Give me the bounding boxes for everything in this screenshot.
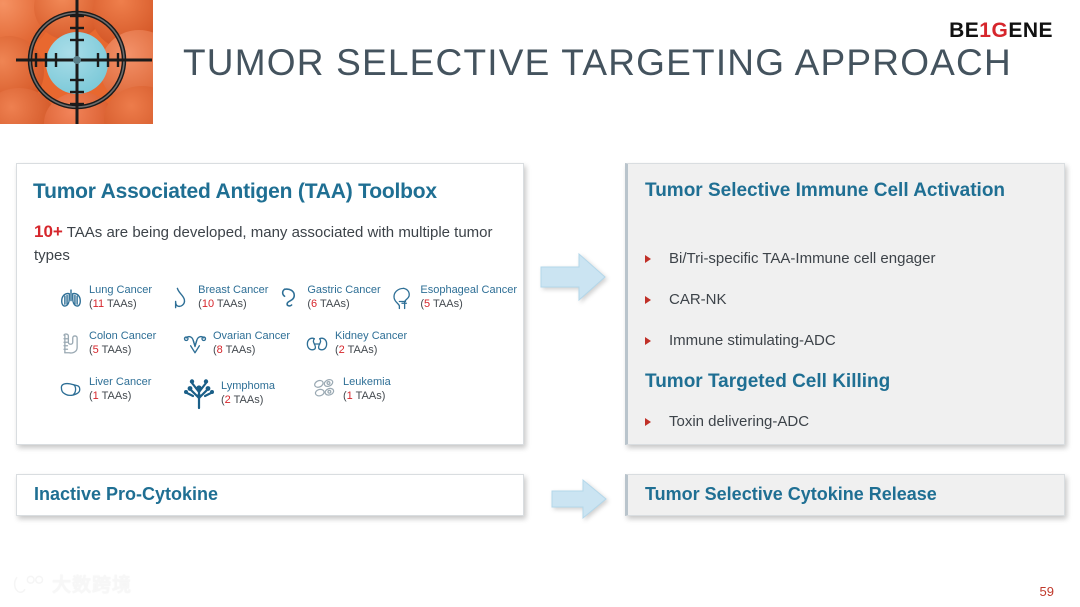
beigene-logo: BE1GENE — [949, 19, 1053, 43]
cancer-item-esophageal: Esophageal Cancer (5 TAAs) — [388, 283, 517, 312]
cancer-name: Esophageal Cancer — [420, 284, 517, 296]
cancer-name: Colon Cancer — [89, 330, 157, 342]
triangle-bullet-icon — [645, 296, 657, 304]
cancer-count: (6 TAAs) — [307, 297, 350, 310]
taa-toolbox-panel: Tumor Associated Antigen (TAA) Toolbox 1… — [16, 163, 524, 445]
cytokine-release-label: Tumor Selective Cytokine Release — [645, 484, 937, 504]
page-number: 59 — [1039, 584, 1054, 599]
watermark-text: 大数跨境 — [52, 574, 133, 596]
logo-g-letter: G — [991, 19, 1009, 42]
cancer-name: Liver Cancer — [89, 376, 152, 388]
cancer-count: (2 TAAs) — [335, 343, 378, 356]
ovary-icon — [183, 335, 207, 354]
triangle-bullet-icon — [645, 255, 657, 263]
colon-icon — [63, 333, 78, 354]
flow-arrow-top — [539, 251, 607, 303]
taa-toolbox-heading: Tumor Associated Antigen (TAA) Toolbox — [33, 180, 437, 203]
crosshair-reticle-icon — [15, 0, 152, 124]
tumor-cell-crosshair-image — [0, 0, 153, 124]
tumor-selective-activation-panel: Tumor Selective Immune Cell Activation B… — [625, 163, 1065, 445]
blood-cells-icon — [314, 378, 335, 397]
cancer-count: (1 TAAs) — [89, 389, 132, 402]
bullet-immune-adc: Immune stimulating-ADC — [645, 332, 836, 349]
cancer-name: Lung Cancer — [89, 284, 152, 296]
cell-killing-heading: Tumor Targeted Cell Killing — [645, 371, 891, 392]
logo-one-digit: 1 — [979, 19, 992, 42]
cytokine-release-panel: Tumor Selective Cytokine Release — [625, 474, 1065, 516]
bullet-toxin-adc: Toxin delivering-ADC — [645, 413, 809, 430]
cancer-row: Colon Cancer (5 TAAs) Ovarian Cancer (8 … — [57, 329, 517, 358]
logo-text-part2: ENE — [1008, 19, 1053, 42]
bullet-engager: Bi/Tri-specific TAA-Immune cell engager — [645, 250, 935, 267]
triangle-bullet-icon — [645, 418, 657, 426]
stomach-icon — [282, 288, 296, 307]
bullet-car-nk: CAR-NK — [645, 291, 727, 308]
taa-toolbox-subtext: 10+ TAAs are being developed, many assoc… — [34, 220, 504, 266]
cancer-count: (1 TAAs) — [343, 389, 386, 402]
cancer-name: Kidney Cancer — [335, 330, 408, 342]
taa-subtext-body: TAAs are being developed, many associate… — [34, 224, 493, 264]
right-arrow-icon — [540, 252, 606, 302]
cancer-name: Ovarian Cancer — [213, 330, 291, 342]
bullet-text: Immune stimulating-ADC — [669, 332, 836, 349]
cancer-row: Lung Cancer (11 TAAs) Breast Cancer (10 … — [57, 283, 517, 312]
bullet-text: Toxin delivering-ADC — [669, 413, 810, 430]
cancer-count: (11 TAAs) — [89, 297, 137, 310]
cancer-count: (8 TAAs) — [213, 343, 256, 356]
cancer-row: Liver Cancer (1 TAAs) — [57, 375, 517, 412]
cancer-name: Breast Cancer — [198, 284, 269, 296]
cancer-item-ovarian: Ovarian Cancer (8 TAAs) — [181, 329, 303, 358]
bullet-text: Bi/Tri-specific TAA-Immune cell engager — [669, 250, 936, 267]
lymph-node-icon — [184, 379, 214, 410]
page-title: TUMOR SELECTIVE TARGETING APPROACH — [183, 42, 1012, 83]
lungs-icon — [61, 289, 81, 307]
logo-text-part1: BE — [949, 19, 980, 42]
cancer-item-liver: Liver Cancer (1 TAAs) — [57, 375, 181, 412]
cancer-type-grid: Lung Cancer (11 TAAs) Breast Cancer (10 … — [57, 283, 517, 429]
cancer-name: Leukemia — [343, 376, 391, 388]
esophagus-icon — [393, 287, 411, 310]
cancer-name: Lymphoma — [221, 380, 276, 393]
cancer-count: (5 TAAs) — [89, 343, 132, 356]
inactive-pro-cytokine-panel: Inactive Pro-Cytokine — [16, 474, 524, 516]
dashujingjing-logo — [13, 575, 44, 593]
breast-icon — [175, 287, 186, 309]
cancer-item-gastric: Gastric Cancer (6 TAAs) — [275, 283, 388, 312]
liver-icon — [60, 382, 81, 396]
immune-activation-heading: Tumor Selective Immune Cell Activation — [645, 180, 1006, 201]
triangle-bullet-icon — [645, 337, 657, 345]
cancer-count: (10 TAAs) — [198, 297, 247, 310]
taa-count-highlight: 10+ — [34, 222, 63, 241]
cancer-item-colon: Colon Cancer (5 TAAs) — [57, 329, 181, 358]
right-arrow-icon — [551, 478, 607, 520]
inactive-pro-cytokine-label: Inactive Pro-Cytokine — [34, 484, 219, 504]
flow-arrow-bottom — [550, 478, 608, 520]
kidney-icon — [306, 337, 328, 351]
cancer-name: Gastric Cancer — [307, 284, 381, 296]
cancer-item-lung: Lung Cancer (11 TAAs) — [57, 283, 166, 312]
cancer-item-kidney: Kidney Cancer (2 TAAs) — [303, 329, 407, 358]
watermark: 大数跨境 — [12, 570, 132, 597]
cancer-count: (2 TAAs) — [221, 394, 264, 406]
cancer-count: (5 TAAs) — [420, 297, 463, 310]
cancer-item-leukemia: Leukemia (1 TAAs) — [311, 375, 391, 412]
cancer-item-breast: Breast Cancer (10 TAAs) — [166, 283, 275, 312]
cancer-item-lymphoma: Lymphoma (2 TAAs) — [181, 375, 311, 412]
bullet-text: CAR-NK — [669, 291, 727, 308]
